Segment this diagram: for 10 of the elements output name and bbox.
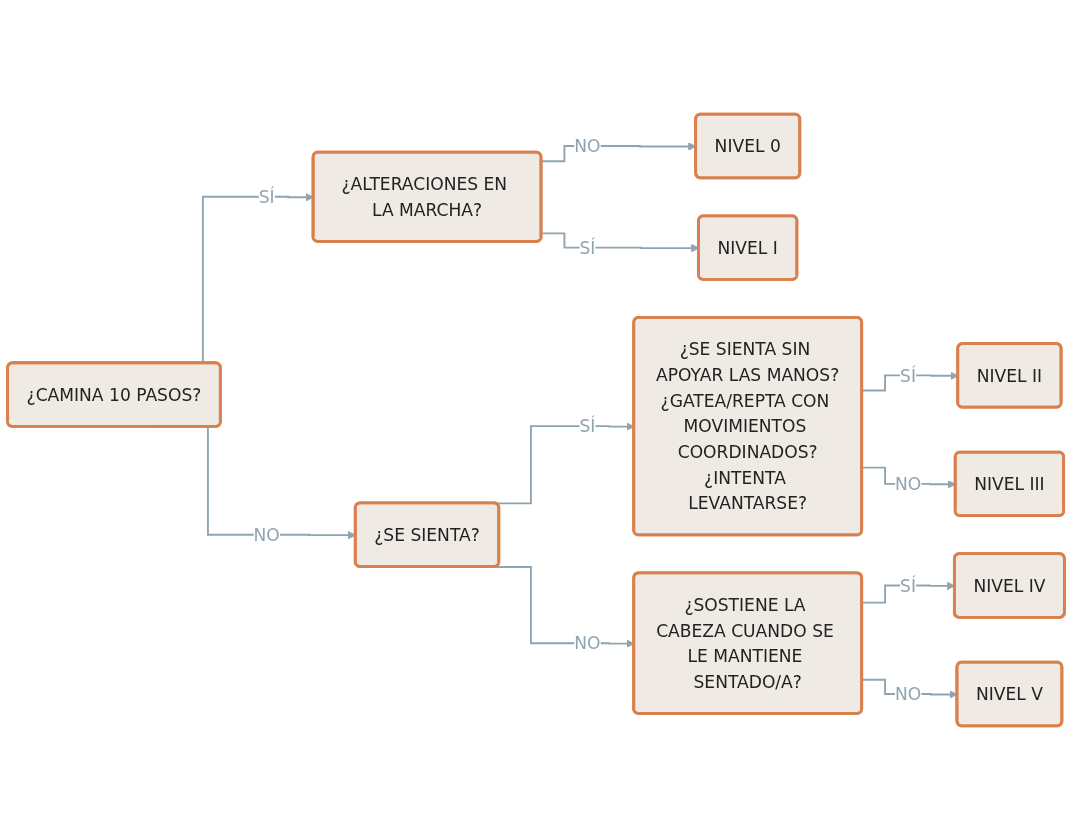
- edge-label: NO: [253, 524, 280, 545]
- edge-label: SÍ: [900, 575, 916, 596]
- edge-label: SÍ: [258, 186, 275, 207]
- edge-label: NO: [574, 136, 601, 156]
- edge-label: NO: [894, 473, 922, 494]
- edge-label: SÍ: [579, 416, 596, 437]
- edge-label: NO: [894, 684, 922, 704]
- edge-label: SÍ: [579, 237, 596, 258]
- edge-label: NO: [574, 633, 601, 654]
- edge-label: SÍ: [900, 365, 916, 386]
